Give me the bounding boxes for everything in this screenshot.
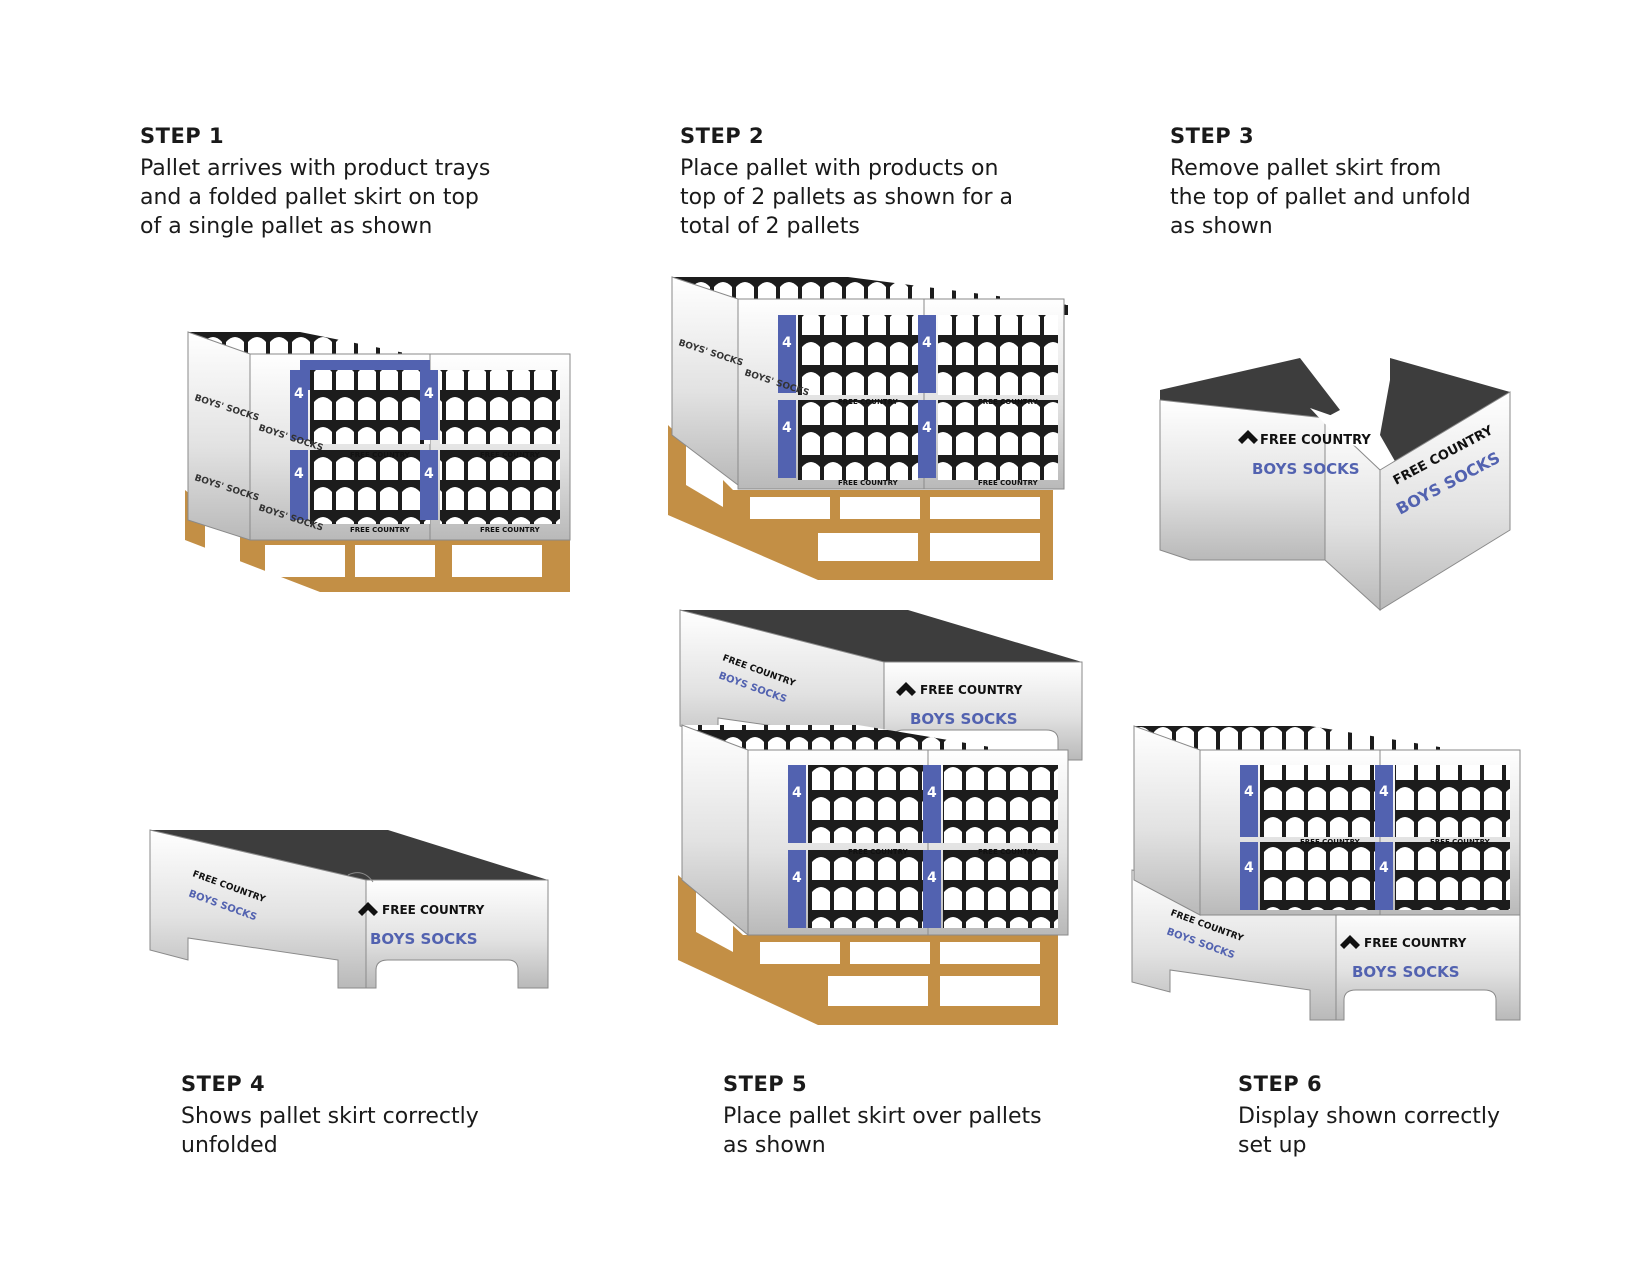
brand-logo-text-1: FREE COUNTRY [1260,433,1371,448]
step-3-description: Remove pallet skirt from the top of pall… [1170,156,1471,239]
pack-count-1: 4 [1244,784,1254,800]
step-6-illustration: FREE COUNTRY BOYS SOCKS FREE COUNTRY BOY… [1131,725,1521,1021]
step-1-illustration: BOYS' SOCKS BOYS' SOCKS BOYS' SOCKS BOYS… [185,331,571,592]
brand-chevron-icon [358,902,378,916]
pallet-skirt: FREE COUNTRY BOYS SOCKS FREE COUNTRY BOY… [1131,869,1521,1021]
step-3-illustration: FREE COUNTRY BOYS SOCKS FREE COUNTRY BOY… [1159,358,1511,612]
step-4: STEP 4 Shows pallet skirt correctly unfo… [181,1072,479,1160]
pack-count-2: 4 [922,335,932,351]
brand-chevron-icon [896,682,916,696]
step-1: STEP 1 Pallet arrives with product trays… [140,124,490,241]
brand-logo-text-3: FREE COUNTRY [848,848,909,856]
step-5-illustration: FREE COUNTRY BOYS SOCKS FREE COUNTRY BOY… [678,609,1083,1025]
brand-logo-text-1: FREE COUNTRY [382,903,485,917]
pack-count-3: 4 [782,420,792,436]
brand-logo-text-2: FREE COUNTRY [480,451,541,459]
brand-logo-text-1: FREE COUNTRY [920,683,1023,697]
step-5-title: STEP 5 [723,1072,808,1096]
pack-count-2: 4 [424,386,434,402]
step-4-title: STEP 4 [181,1072,266,1096]
brand-logo-text-2: FREE COUNTRY [978,398,1039,406]
pallet-skirt-unfolding: FREE COUNTRY BOYS SOCKS FREE COUNTRY BOY… [1159,358,1511,612]
pack-count-2: 4 [927,785,937,801]
pack-count-1: 4 [782,335,792,351]
step-1-description: Pallet arrives with product trays and a … [140,156,491,239]
pack-count-1: 4 [792,785,802,801]
product-name-1: BOYS SOCKS [370,930,478,948]
brand-logo-text-4: FREE COUNTRY [480,526,541,534]
wooden-pallets [678,875,1058,1025]
pack-count-4: 4 [922,420,932,436]
brand-logo-text-4: FREE COUNTRY [978,848,1039,856]
step-5-description: Place pallet skirt over pallets as shown [723,1104,1042,1158]
pack-count-3: 4 [792,870,802,886]
product-trays: 4 4 4 4 FREE COUNTRY FREE COUNTRY [681,724,1069,937]
wooden-pallet [185,490,570,592]
step-6-title: STEP 6 [1238,1072,1323,1096]
product-name-1: BOYS SOCKS [1352,963,1460,981]
pack-count-3: 4 [1244,860,1254,876]
pallet-skirt: FREE COUNTRY BOYS SOCKS FREE COUNTRY BOY… [679,609,1083,761]
step-6: STEP 6 Display shown correctly set up [1238,1072,1500,1160]
brand-chevron-icon [1238,430,1258,444]
brand-chevron-icon [1340,935,1360,949]
pack-count-3: 4 [294,466,304,482]
step-2-illustration: 4 4 4 4 BOYS' SOCKS BOYS' SOCKS FREE COU… [668,276,1068,580]
brand-logo-text-4: FREE COUNTRY [1430,838,1491,846]
step-4-illustration: FREE COUNTRY BOYS SOCKS FREE COUNTRY BOY… [149,829,549,989]
step-2-title: STEP 2 [680,124,765,148]
product-name-1: BOYS SOCKS [1252,460,1360,478]
product-name-1: BOYS SOCKS [910,710,1018,728]
product-trays: 4 4 4 4 BOYS' SOCKS BOYS' SOCKS FREE COU… [671,276,1068,490]
step-2-description: Place pallet with products on top of 2 p… [680,156,1013,239]
step-2: STEP 2 Place pallet with products on top… [680,124,1013,241]
pack-count-2: 4 [1379,784,1389,800]
brand-logo-text-3: FREE COUNTRY [838,479,899,487]
product-trays: 4 4 4 4 FREE COUNTRY FREE COUNTRY [1133,725,1521,916]
pack-count-4: 4 [1379,860,1389,876]
product-trays: BOYS' SOCKS BOYS' SOCKS BOYS' SOCKS BOYS… [187,331,571,541]
step-6-description: Display shown correctly set up [1238,1104,1501,1158]
brand-logo-text-1: FREE COUNTRY [1364,936,1467,950]
brand-logo-text-1: FREE COUNTRY [838,398,899,406]
pallet-skirt: FREE COUNTRY BOYS SOCKS FREE COUNTRY BOY… [149,829,549,989]
wooden-pallets [668,425,1053,580]
brand-logo-text-3: FREE COUNTRY [1300,838,1361,846]
brand-logo-text-1: FREE COUNTRY [350,451,411,459]
step-5: STEP 5 Place pallet skirt over pallets a… [723,1072,1042,1160]
pack-count-4: 4 [927,870,937,886]
step-4-description: Shows pallet skirt correctly unfolded [181,1104,479,1158]
brand-logo-text-3: FREE COUNTRY [350,526,411,534]
pack-count-1: 4 [294,386,304,402]
step-3-title: STEP 3 [1170,124,1255,148]
pack-count-4: 4 [424,466,434,482]
step-1-title: STEP 1 [140,124,225,148]
step-3: STEP 3 Remove pallet skirt from the top … [1170,124,1471,241]
brand-logo-text-4: FREE COUNTRY [978,479,1039,487]
